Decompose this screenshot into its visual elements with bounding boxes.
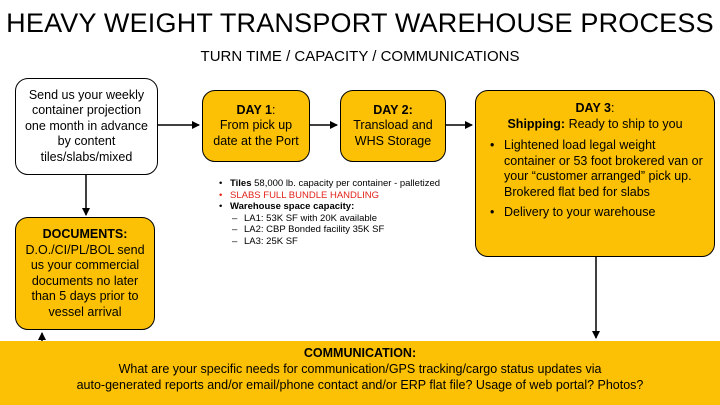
day3-shipping: Shipping: Ready to ship to you <box>507 116 683 131</box>
capacity-details: Tiles 58,000 lb. capacity per container … <box>219 178 449 247</box>
documents-heading: DOCUMENTS: <box>42 227 128 241</box>
day1-heading: DAY 1: <box>236 102 276 117</box>
communication-line1: What are your specific needs for communi… <box>118 362 602 376</box>
la3-item: LA3: 25K SF <box>219 236 449 248</box>
la2-item: LA2: CBP Bonded facility 35K SF <box>219 224 449 236</box>
day3-bullet-load: Lightened load legal weight container or… <box>486 138 704 200</box>
day2-heading: DAY 2: <box>373 102 413 117</box>
tiles-item: Tiles 58,000 lb. capacity per container … <box>219 178 449 190</box>
documents-box: DOCUMENTS: D.O./CI/PL/BOL send us your c… <box>15 217 155 330</box>
projection-text: Send us your weekly container projection… <box>24 87 148 164</box>
day3-header: DAY 3: Shipping: Ready to ship to you <box>486 101 704 132</box>
communication-bar: COMMUNICATION: What are your specific ne… <box>0 341 720 405</box>
day1-box: DAY 1: From pick up date at the Port <box>202 90 310 162</box>
communication-heading: COMMUNICATION: <box>303 346 417 360</box>
day3-bullets: Lightened load legal weight container or… <box>486 138 704 221</box>
day2-box: DAY 2: Transload and WHS Storage <box>340 90 446 162</box>
day1-text: From pick up date at the Port <box>213 118 299 148</box>
la1-item: LA1: 53K SF with 20K available <box>219 213 449 225</box>
day3-bullet-delivery: Delivery to your warehouse <box>486 205 704 221</box>
page-subtitle: TURN TIME / CAPACITY / COMMUNICATIONS <box>200 48 520 65</box>
documents-text: D.O./CI/PL/BOL send us your commercial d… <box>25 242 145 319</box>
slabs-item: SLABS FULL BUNDLE HANDLING <box>219 190 449 202</box>
day2-text: Transload and WHS Storage <box>353 118 433 148</box>
communication-line2: auto-generated reports and/or email/phon… <box>76 378 644 392</box>
projection-box: Send us your weekly container projection… <box>15 78 158 175</box>
warehouse-item: Warehouse space capacity: <box>219 201 449 213</box>
day3-heading: DAY 3: <box>575 101 615 115</box>
page-title: HEAVY WEIGHT TRANSPORT WAREHOUSE PROCESS <box>6 8 714 38</box>
day3-box: DAY 3: Shipping: Ready to ship to you Li… <box>475 90 715 257</box>
